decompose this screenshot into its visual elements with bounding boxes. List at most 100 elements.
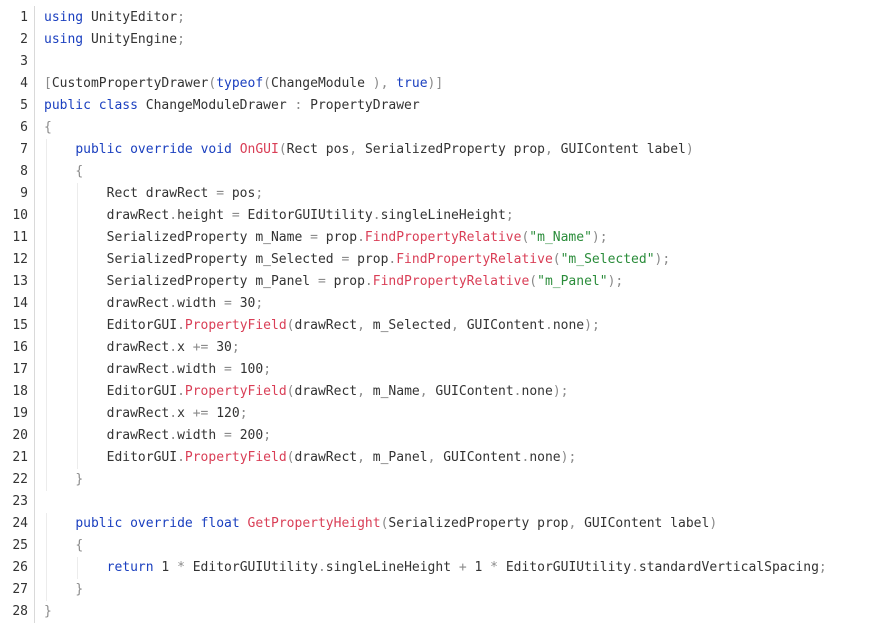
code-token: GUIContent (443, 450, 522, 465)
code-line: 14 drawRect.width = 30; (0, 293, 871, 315)
code-token: class (98, 98, 138, 113)
code-token: ; (263, 362, 272, 377)
code-token: using (44, 32, 84, 47)
code-token: PropertyField (184, 384, 287, 399)
code-token: , (451, 318, 459, 333)
code-token: x (177, 340, 185, 355)
code-token: += (192, 340, 209, 355)
code-token: = (231, 208, 240, 223)
line-code: SerializedProperty m_Panel = prop.FindPr… (28, 271, 623, 293)
code-token: float (200, 516, 240, 531)
line-code: [CustomPropertyDrawer(typeof(ChangeModul… (28, 73, 443, 95)
indent-guide (77, 381, 79, 403)
line-number: 1 (20, 10, 28, 25)
line-code: drawRect.height = EditorGUIUtility.singl… (28, 205, 514, 227)
line-number: 10 (12, 208, 28, 223)
code-token: . (177, 450, 185, 465)
line-number: 17 (12, 362, 28, 377)
line-code: { (28, 117, 52, 139)
indent-guide (46, 381, 47, 403)
code-token: += (192, 406, 209, 421)
line-number: 23 (12, 494, 28, 509)
indent-guide (46, 183, 47, 205)
code-token: GetPropertyHeight (247, 516, 381, 531)
code-token: { (75, 164, 84, 179)
indent-guide (46, 469, 47, 491)
code-token: PropertyField (184, 450, 287, 465)
code-token: * (177, 560, 185, 575)
code-token: = (224, 296, 232, 311)
code-token: drawRect (106, 340, 170, 355)
code-token: ( (552, 252, 561, 267)
line-number: 20 (12, 428, 28, 443)
code-token: ; (177, 10, 185, 25)
code-token: 100 (239, 362, 264, 377)
indent-guide (46, 337, 47, 359)
code-token: "m_Name" (529, 230, 592, 245)
code-token: override (130, 142, 193, 157)
indent-guide (46, 271, 47, 293)
code-token: , (357, 450, 365, 465)
code-token: } (75, 472, 84, 487)
code-token: ( (529, 274, 538, 289)
code-token: [ (44, 76, 52, 91)
indent-guide (77, 249, 79, 271)
code-line: 25 { (0, 535, 871, 557)
code-token: . (177, 384, 185, 399)
line-code: using UnityEngine; (28, 29, 185, 51)
code-token: , (427, 450, 436, 465)
line-code: SerializedProperty m_Selected = prop.Fin… (28, 249, 670, 271)
indent-guide (46, 315, 47, 337)
line-code: { (28, 535, 83, 557)
code-token: singleLineHeight (325, 560, 452, 575)
code-line: 15 EditorGUI.PropertyField(drawRect, m_S… (0, 315, 871, 337)
code-token: ( (286, 318, 295, 333)
code-token: public (75, 142, 123, 157)
indent-guide (46, 403, 47, 425)
code-token: true (396, 76, 428, 91)
code-token: ; (255, 186, 264, 201)
line-code: using UnityEditor; (28, 7, 185, 29)
code-token: . (364, 274, 373, 289)
indent-guide (46, 249, 47, 271)
code-token: GUIContent (435, 384, 514, 399)
code-token: . (372, 208, 381, 223)
code-token: ; (255, 296, 264, 311)
indent-guide (46, 359, 47, 381)
line-number: 11 (12, 230, 28, 245)
line-number: 21 (12, 450, 28, 465)
code-token: ; (231, 340, 240, 355)
line-number: 19 (12, 406, 28, 421)
code-token: . (169, 362, 178, 377)
code-token: ( (286, 384, 295, 399)
code-token: : (294, 98, 303, 113)
line-number: 8 (20, 164, 28, 179)
code-token: EditorGUI (106, 318, 178, 333)
line-code: drawRect.width = 30; (28, 293, 263, 315)
line-code: drawRect.width = 100; (28, 359, 271, 381)
code-token: GUIContent label (560, 142, 686, 157)
indent-guide (46, 139, 47, 161)
code-token: PropertyField (184, 318, 287, 333)
code-token: ); (591, 230, 608, 245)
code-token: , (544, 142, 553, 157)
indent-guide (46, 513, 47, 535)
code-token: drawRect (106, 362, 170, 377)
code-token: FindPropertyRelative (364, 230, 522, 245)
code-token: { (44, 120, 52, 135)
line-number: 16 (12, 340, 28, 355)
code-token: GUIContent label (584, 516, 710, 531)
code-line: 22 } (0, 469, 871, 491)
line-code: Rect drawRect = pos; (28, 183, 263, 205)
line-number: 25 (12, 538, 28, 553)
code-token: drawRect (106, 296, 170, 311)
code-line: 23 (0, 491, 871, 513)
line-number: 5 (20, 98, 28, 113)
code-token: EditorGUIUtility (192, 560, 318, 575)
code-token: = (224, 362, 232, 377)
code-line: 4[CustomPropertyDrawer(typeof(ChangeModu… (0, 73, 871, 95)
code-token: , (357, 318, 365, 333)
code-token: 1 (161, 560, 170, 575)
code-line: 20 drawRect.width = 200; (0, 425, 871, 447)
